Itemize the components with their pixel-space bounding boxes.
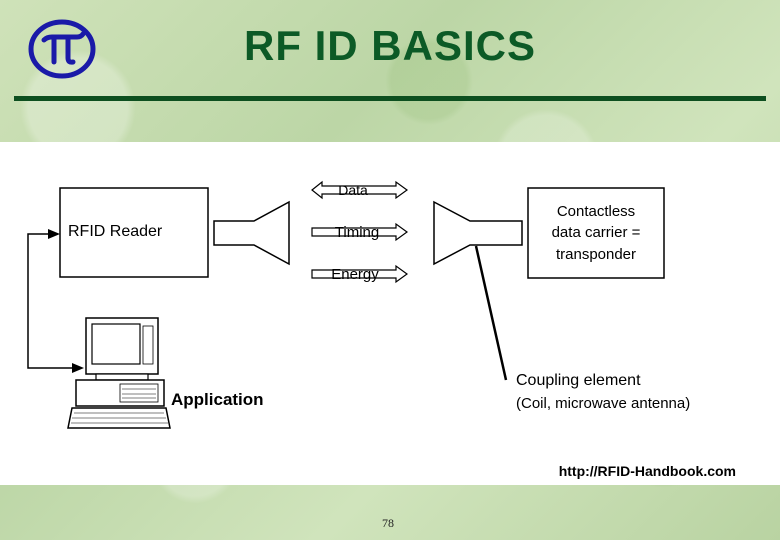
reader-label: RFID Reader (68, 223, 163, 240)
flow-label-energy: Energy (331, 266, 379, 283)
connector-line (27, 233, 80, 369)
connector-arrow-application-icon (72, 363, 84, 373)
transponder-box: Contactless data carrier = transponder (527, 187, 665, 279)
pi-logo-icon (28, 19, 96, 79)
transponder-line-3: transponder (556, 246, 636, 263)
timing-flow: Timing (311, 222, 409, 242)
slide-title: RF ID BASICS (243, 22, 536, 69)
diagram-panel: RFID Reader Data Timing Energy Contactle (0, 142, 780, 485)
connector-arrow-reader-icon (48, 229, 60, 239)
transponder-line-2: data carrier = (552, 224, 641, 241)
flow-label-data: Data (338, 182, 368, 198)
application-label: Application (171, 390, 264, 409)
coupling-pointer-line (474, 245, 508, 381)
reader-antenna-icon (213, 200, 290, 266)
flow-arrows: Data Timing Energy (311, 180, 409, 284)
page-number: 78 (382, 516, 394, 530)
data-flow: Data (311, 180, 409, 200)
coupling-label-2: (Coil, microwave antenna) (516, 395, 690, 412)
flow-label-timing: Timing (335, 224, 379, 241)
transponder-antenna-icon (433, 200, 523, 266)
rfid-reader-box: RFID Reader (59, 187, 209, 278)
energy-flow: Energy (311, 264, 409, 284)
transponder-line-1: Contactless (557, 203, 635, 220)
source-url: http://RFID-Handbook.com (559, 463, 736, 479)
coupling-label-1: Coupling element (516, 372, 641, 389)
title-divider (14, 96, 766, 101)
computer-icon (67, 317, 171, 429)
